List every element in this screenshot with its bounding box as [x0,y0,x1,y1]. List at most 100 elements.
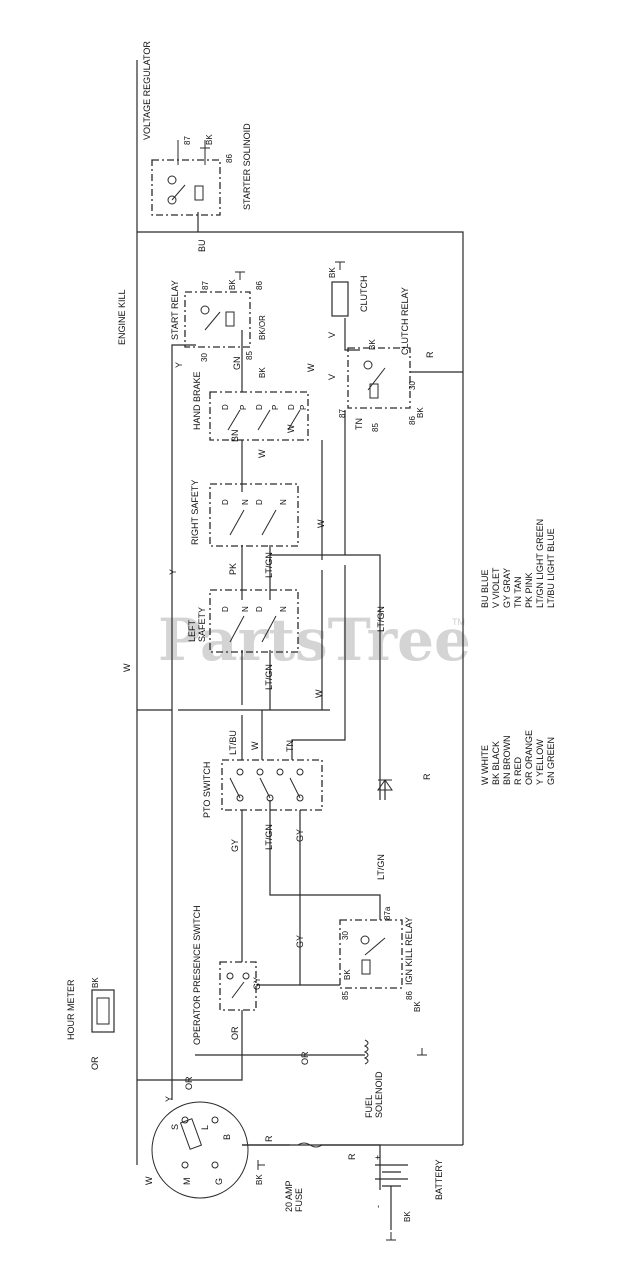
legend-right-4: PK PINK [524,572,534,608]
hand-brake-d2: D [255,404,264,410]
wire-ltgn-2 [270,554,381,800]
wire-orange [137,1010,243,1081]
clutch-relay-box [347,347,411,409]
wire-label-r-mid: R [422,773,432,780]
legend-right-2: GY GRAY [502,568,512,608]
battery-plus: + [373,1155,383,1160]
wire-label-y-mid: Y [168,569,178,575]
hand-brake-d3: D [287,404,296,410]
left-safety-d2: D [255,606,264,612]
wire-red-main [137,231,464,1145]
ops-contact-icon [242,972,250,980]
ignition-key-icon [179,1118,203,1150]
clutch-relay-30: 30 [408,381,417,390]
hour-meter-bk: BK [91,977,100,988]
clutch-relay-coil-icon [369,383,379,399]
clutch-relay-87: 87 [338,409,347,418]
wire-label-v-2: V [327,374,337,380]
clutch-relay-contact-icon [363,360,373,370]
wire-label-ltgn-rs: LT/GN [264,552,274,578]
wire-label-or-ops: OR [230,1026,240,1040]
start-relay-bk: BK [228,279,237,290]
wire-yellow [171,344,196,1100]
ign-y: Y [164,1096,174,1102]
start-relay-box [184,291,251,348]
battery-label: BATTERY [434,1159,444,1200]
wire-violet [344,318,360,351]
wire-label-r-top: R [425,351,435,358]
battery-minus: - [373,1205,383,1208]
pto-contact-icon [236,794,244,802]
legend-left-1: BK BLACK [491,741,501,785]
wire-label-bn: BN [230,429,240,442]
wire-label-ltgn-pto: LT/GN [264,824,274,850]
start-relay-bkor: BK/OR [258,315,267,340]
right-safety-switch-icon [229,509,277,536]
wire-label-tn-pto: TN [285,740,295,752]
pto-contact-icon [276,768,284,776]
clutch-relay-85: 85 [371,423,380,432]
ign-kill-bk: BK [343,969,352,980]
voltage-regulator-label: VOLTAGE REGULATOR [142,41,152,140]
hour-meter-display [96,997,110,1025]
ground-icon [335,261,345,270]
starter-solenoid-87: 87 [183,136,192,145]
right-safety-d2: D [255,499,264,505]
ground-icon [386,1232,396,1241]
start-relay-coil-icon [225,311,235,327]
legend-right-6: LT/BU LIGHT BLUE [546,528,556,608]
wire-label-y-top: Y [174,362,184,368]
hand-brake-p2: P [271,405,280,410]
engine-kill-label: ENGINE KILL [117,289,127,345]
hand-brake-bk: BK [258,367,267,378]
clutch-relay-bk: BK [416,407,425,418]
wire-tan [291,410,346,760]
ground-symbols [200,147,427,1241]
ops-contact-icon [226,972,234,980]
wire-label-ltbu: LT/BU [228,730,238,755]
legend-left-3: R RED [513,756,523,785]
right-safety-d1: D [221,499,230,505]
starter-solenoid-86: 86 [225,154,234,163]
hand-brake-switch-icon [227,409,301,431]
operator-presence-label: OPERATOR PRESENCE SWITCH [192,905,202,1045]
operator-presence-box [219,961,257,1011]
clutch-label: CLUTCH [359,275,369,312]
left-safety-n1: N [241,606,250,612]
wire-label-w-pto: W [250,741,260,750]
wire-label-bu: BU [197,239,207,252]
wire-label-w-left: W [122,663,132,672]
wire-label-gn: GN [232,357,242,371]
legend-left-0: W WHITE [480,745,490,785]
battery-icon [375,1164,408,1187]
ign-kill-switch-icon [364,937,386,956]
ign-kill-86: 86 [405,991,414,1000]
ground-icon [417,1048,427,1056]
ign-kill-30: 30 [341,931,350,940]
wire-label-w-hb3: W [286,424,296,433]
wire-label-w-hb2: W [257,449,267,458]
wire-label-gy-1: GY [230,839,240,852]
right-safety-label: RIGHT SAFETY [190,480,200,545]
ign-kill-contact-icon [360,935,370,945]
legend-left-2: BN BROWN [502,736,512,786]
starter-solenoid-contact-icon [167,175,177,185]
left-safety-d1: D [221,606,230,612]
ignition-switch-icon [151,1101,249,1199]
ign-kill-relay-box [339,919,403,989]
clutch-diode-bk: BK [368,339,377,350]
hand-brake-label: HAND BRAKE [192,371,202,430]
fuel-solenoid-coil-icon [363,1039,369,1065]
pto-contact-icon [256,768,264,776]
starter-solenoid-switch-icon [171,184,186,201]
wire-battery [242,1144,381,1190]
ign-terminal-icon [181,1116,189,1124]
ground-icon [200,147,210,156]
fuse-label-1: 20 AMP [284,1180,294,1212]
wire-label-gy-ops: GY [252,977,262,990]
ign-l: L [200,1125,210,1130]
legend-right-5: LT/GN LIGHT GREEN [535,519,545,608]
starter-solenoid-coil-icon [194,185,204,201]
wire-label-ltgn-diode: LT/GN [376,854,386,880]
